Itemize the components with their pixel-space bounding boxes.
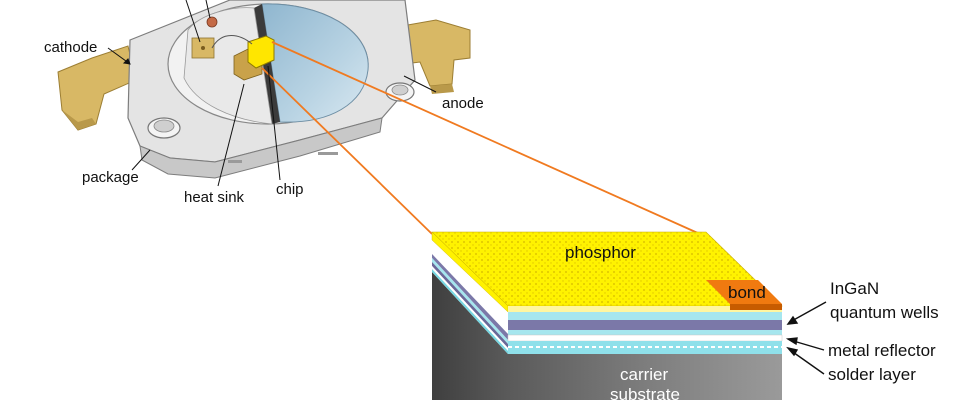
bond-pad <box>706 280 782 304</box>
cathode-label: cathode <box>44 39 97 56</box>
carrier-substrate <box>508 354 782 400</box>
heat-sink-label: heat sink <box>184 189 245 206</box>
anode-label: anode <box>442 95 484 112</box>
leader-line-bottom <box>261 67 433 235</box>
package-label: package <box>82 169 139 186</box>
leader-line-top <box>271 41 701 235</box>
ingan-label-line1: InGaN <box>830 279 879 298</box>
ingan-label-line2: quantum wells <box>830 303 939 322</box>
metal-reflector-label: metal reflector <box>828 341 936 360</box>
layer-arrows <box>785 301 827 375</box>
bond-label: bond <box>728 283 766 302</box>
chip-label: chip <box>276 181 304 198</box>
chip-part <box>247 35 275 69</box>
solder-layer-label: solder layer <box>828 365 916 384</box>
label-pointers <box>107 0 437 187</box>
phosphor-label: phosphor <box>565 243 636 262</box>
quantum-well-layer <box>508 312 782 320</box>
led-package <box>57 0 471 179</box>
chip-cross-section <box>431 231 783 400</box>
carrier-label-line1: carrier <box>620 365 669 384</box>
metal-reflector-layer <box>507 334 783 342</box>
carrier-label-line2: substrate <box>610 385 680 400</box>
